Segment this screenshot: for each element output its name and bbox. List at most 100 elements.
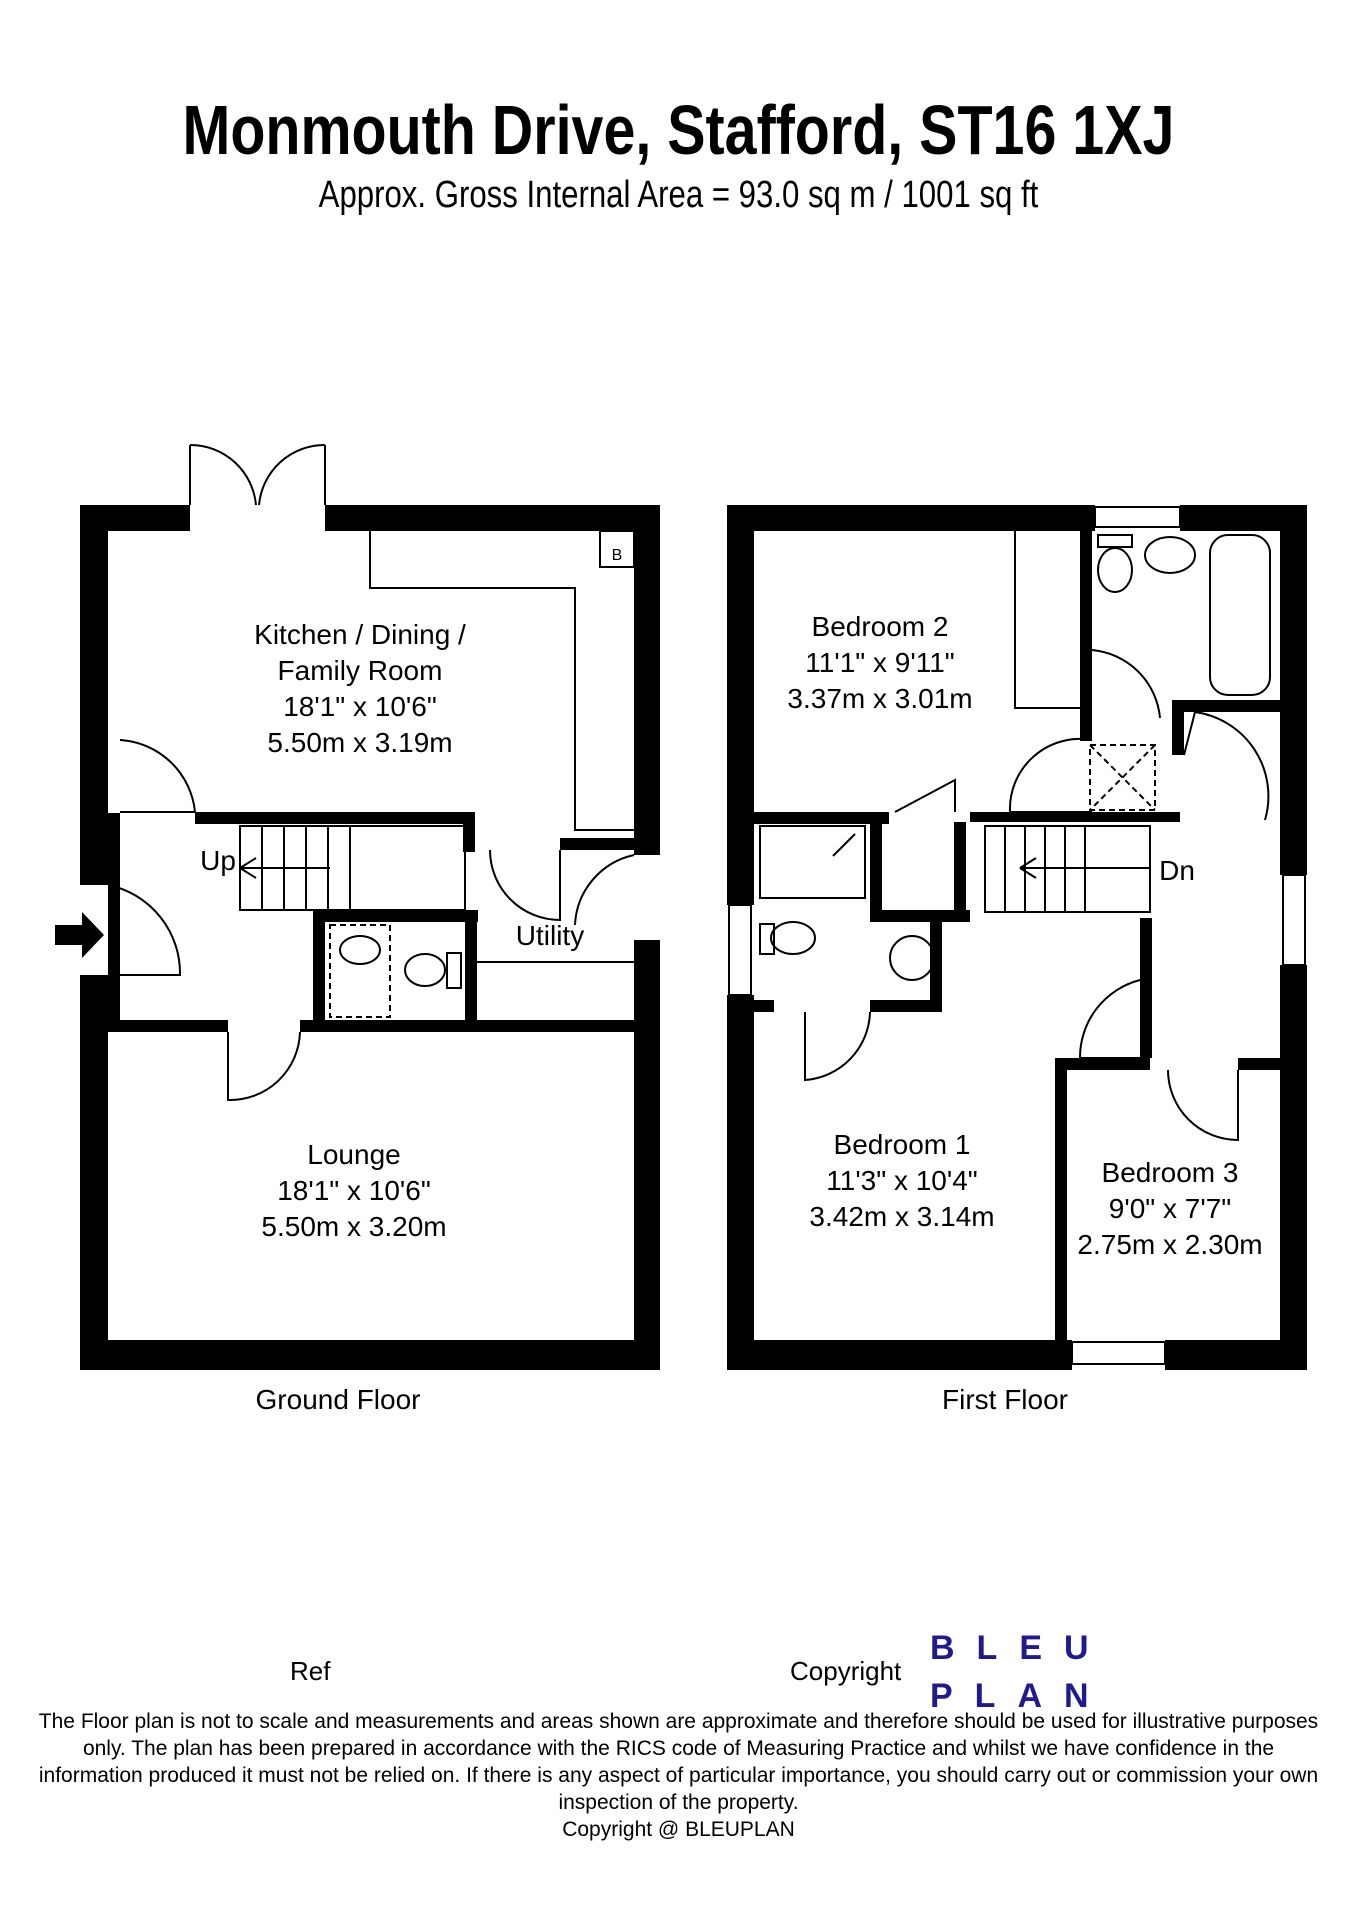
wall xyxy=(300,1020,634,1032)
first-floor-plan xyxy=(727,505,1307,1370)
toilet xyxy=(1097,547,1133,593)
wall xyxy=(1280,965,1307,1370)
bedroom1-name: Bedroom 1 xyxy=(834,1129,971,1160)
wall xyxy=(727,1340,1072,1370)
bathroom-door-swing xyxy=(1091,649,1161,719)
lounge-door-swing xyxy=(227,1031,301,1102)
landing-door-swing-2 xyxy=(1078,979,1141,1059)
copyright-notice: Copyright @ BLEUPLAN xyxy=(562,1818,795,1841)
wall xyxy=(195,812,475,824)
wall xyxy=(1172,700,1184,755)
wall xyxy=(970,812,1180,822)
ground-floor-label: Ground Floor xyxy=(255,1384,421,1415)
lounge-imperial: 18'1" x 10'6" xyxy=(277,1175,431,1206)
wall xyxy=(634,940,660,1370)
copyright-label: Copyright xyxy=(790,1656,902,1686)
wall xyxy=(634,505,660,855)
wall xyxy=(727,505,754,905)
logo-line1: BLEU xyxy=(930,1629,1111,1667)
kitchen-name-line2: Family Room xyxy=(278,655,443,686)
wall xyxy=(1165,1340,1307,1370)
bedroom1-metric: 3.42m x 3.14m xyxy=(809,1201,994,1232)
bleuplan-logo: BLEU PLAN xyxy=(930,1624,1111,1720)
loft-hatch xyxy=(1089,744,1156,811)
wall xyxy=(930,922,942,1012)
window xyxy=(728,647,752,744)
window xyxy=(1282,874,1306,966)
bedroom1-imperial: 11'3" x 10'4" xyxy=(826,1165,977,1196)
bedroom2-name: Bedroom 2 xyxy=(812,611,949,642)
wall xyxy=(313,910,478,922)
landing-door-swing xyxy=(1008,737,1093,813)
bedroom3-metric: 2.75m x 2.30m xyxy=(1077,1229,1262,1260)
stairs-down-label: Dn xyxy=(1159,855,1195,886)
stair-direction-arrow xyxy=(1019,857,1150,879)
toilet-cistern xyxy=(759,923,775,955)
basin xyxy=(339,935,381,965)
wall xyxy=(1238,1058,1280,1070)
wall xyxy=(80,1340,660,1370)
shower-tray xyxy=(759,825,866,899)
entrance-arrow-icon xyxy=(55,912,104,958)
wardrobe xyxy=(1014,531,1080,709)
bedroom1-door-swing xyxy=(804,1011,871,1082)
bedroom3-imperial: 9'0" x 7'7" xyxy=(1109,1193,1231,1224)
first-floor-label: First Floor xyxy=(942,1384,1068,1415)
kitchen-metric: 5.50m x 3.19m xyxy=(267,727,452,758)
wall xyxy=(108,813,120,1025)
wall xyxy=(1055,1058,1067,1340)
wall xyxy=(465,910,477,1025)
first-floor-labels: Bedroom 2 11'1" x 9'11" 3.37m x 3.01m Dn… xyxy=(787,611,1262,1260)
bedroom2-metric: 3.37m x 3.01m xyxy=(787,683,972,714)
utility-door-swing xyxy=(489,849,561,922)
kitchen-door-swing xyxy=(119,739,197,813)
ground-floor-labels: Kitchen / Dining / Family Room 18'1" x 1… xyxy=(200,547,622,1242)
bath xyxy=(1209,534,1271,696)
wall xyxy=(1172,700,1280,712)
kitchen-worktop xyxy=(369,531,634,831)
wall xyxy=(954,822,966,922)
wall xyxy=(1140,918,1152,1058)
front-door-swing xyxy=(107,884,182,976)
wall xyxy=(727,505,1095,531)
wall xyxy=(727,995,754,1370)
wc-basin-area xyxy=(329,924,391,1018)
wall xyxy=(1080,531,1092,741)
wall xyxy=(1055,1058,1150,1070)
disclaimer: The Floor plan is not to scale and measu… xyxy=(30,1708,1327,1843)
window xyxy=(81,1109,105,1211)
logo-line2: PLAN xyxy=(930,1677,1111,1715)
window xyxy=(427,1341,524,1365)
stair-direction-arrow xyxy=(239,857,330,879)
toilet-cistern xyxy=(446,952,462,989)
lounge-name: Lounge xyxy=(307,1139,400,1170)
wall xyxy=(754,812,889,824)
bedroom3-door-swing xyxy=(1167,1069,1239,1142)
disclaimer-text: The Floor plan is not to scale and measu… xyxy=(38,1710,1319,1814)
toilet-cistern xyxy=(1097,534,1133,548)
boiler-label: B xyxy=(612,547,623,564)
french-door-swing xyxy=(189,443,326,506)
lounge-metric: 5.50m x 3.20m xyxy=(261,1211,446,1242)
french-door-frame xyxy=(189,445,326,505)
cupboard-door-swing xyxy=(1183,711,1270,821)
basin xyxy=(1144,536,1196,574)
ground-floor-plan xyxy=(80,505,660,1370)
kitchen-imperial: 18'1" x 10'6" xyxy=(283,691,437,722)
back-door-swing xyxy=(574,854,635,926)
loft-hatch-cross xyxy=(1089,744,1156,811)
wall xyxy=(313,910,325,1025)
basin xyxy=(889,935,935,981)
wall xyxy=(870,910,970,922)
wall xyxy=(870,1000,942,1012)
page-title: Monmouth Drive, Stafford, ST16 1XJ xyxy=(182,91,1175,169)
window xyxy=(728,904,752,996)
ref-label: Ref xyxy=(290,1656,331,1686)
bedroom2-door xyxy=(894,778,956,813)
window xyxy=(1094,506,1181,528)
toilet xyxy=(770,921,816,955)
ground-floor-entry-arrow xyxy=(55,912,104,958)
window xyxy=(1071,1341,1166,1365)
bedroom2-imperial: 11'1" x 9'11" xyxy=(805,647,954,678)
